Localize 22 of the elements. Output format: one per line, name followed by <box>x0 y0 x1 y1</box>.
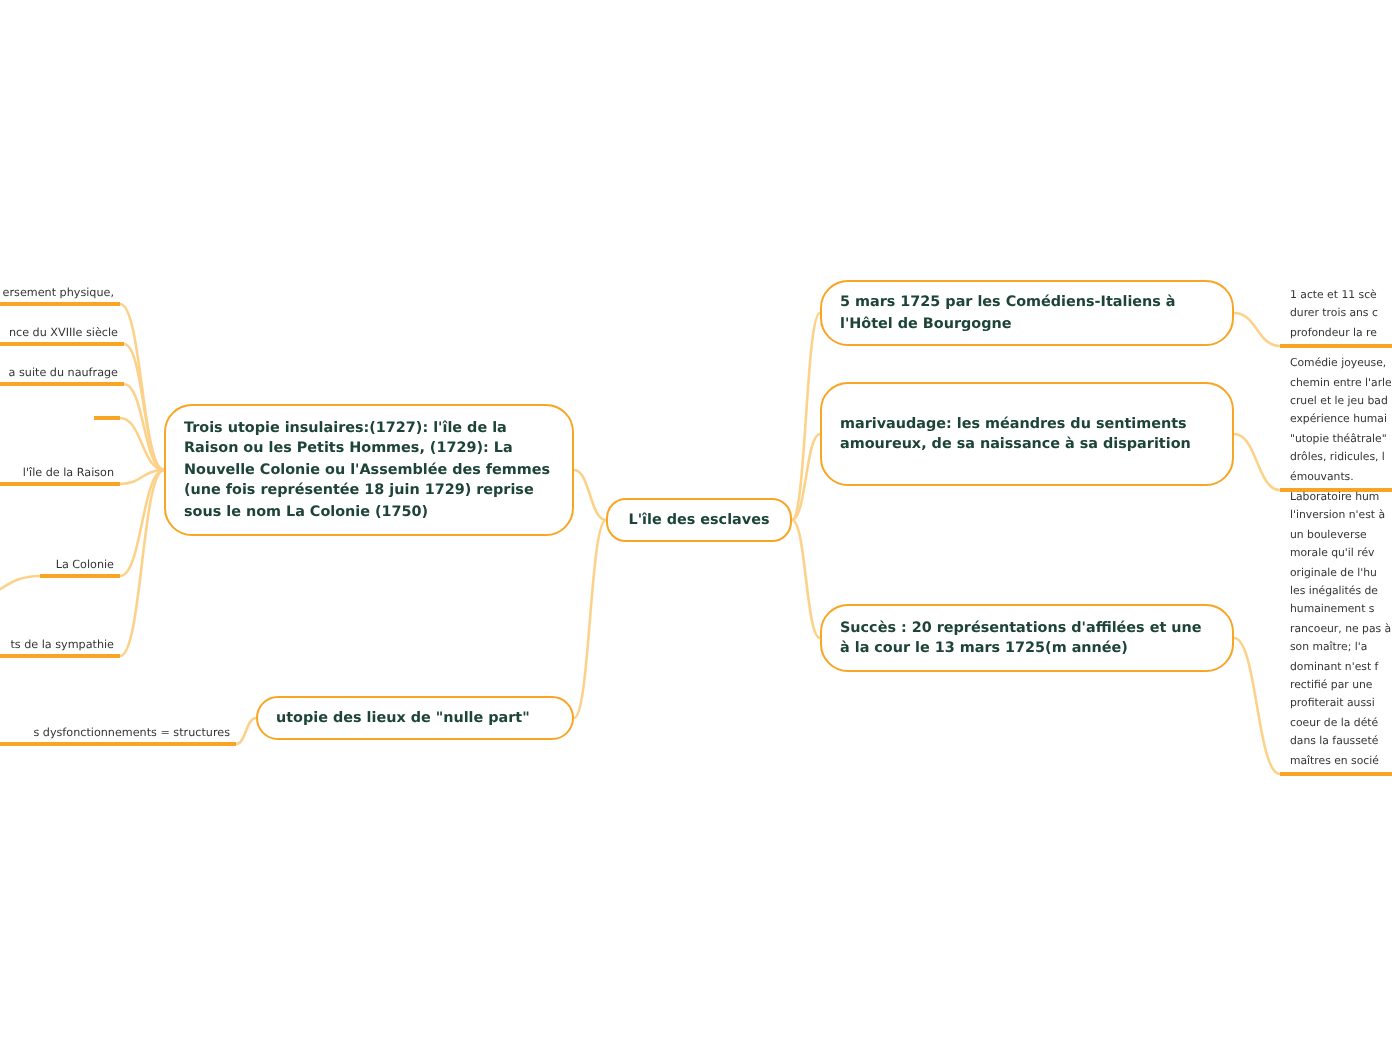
branch-connector <box>119 468 165 486</box>
central-topic-box <box>606 498 792 542</box>
branch-connector <box>1233 432 1281 492</box>
topic-box <box>820 280 1234 346</box>
branch-connector <box>119 416 165 472</box>
branch-connector <box>119 302 165 472</box>
topic-box <box>820 604 1234 672</box>
branch-connector <box>1233 636 1281 776</box>
topic-box <box>820 382 1234 486</box>
topic-box <box>164 404 574 536</box>
branch-line <box>94 410 120 420</box>
branch-connector <box>573 468 607 522</box>
branch-connector <box>790 312 822 521</box>
branch-connector <box>1233 311 1281 348</box>
branch-connector <box>119 468 165 578</box>
branch-connector <box>791 432 821 522</box>
topic-box <box>256 696 574 740</box>
branch-connector <box>123 342 165 472</box>
branch-connector <box>573 519 607 719</box>
branch-connector <box>235 716 257 746</box>
branch-connector <box>119 468 165 658</box>
branch-connector <box>791 518 821 640</box>
